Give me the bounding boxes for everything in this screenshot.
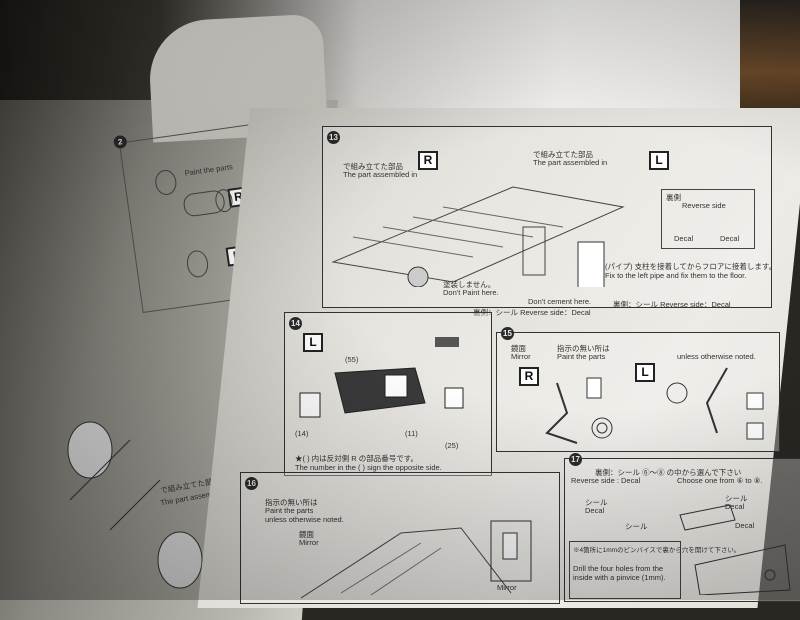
reverse-ja: 裏側 [666, 193, 681, 202]
tag-r: R [519, 367, 539, 386]
note-en: The number in the ( ) sign the opposite … [295, 463, 442, 472]
part-55: (55) [345, 355, 359, 364]
step-number: 15 [501, 327, 514, 340]
color-swatch [435, 337, 459, 347]
decal-ja-3: シール [625, 522, 648, 531]
wheel-sketch [67, 421, 203, 589]
decal-en-3: Decal [735, 521, 755, 530]
tag-l: L [649, 151, 669, 170]
decal-label-1: Decal [674, 234, 694, 243]
decal-ja-1: シール [585, 498, 608, 507]
reverse-side-inset: 裏側 Reverse side Decal Decal [661, 189, 755, 249]
reverse-en: Reverse side : Decal [571, 476, 641, 485]
assembled-en-1: The part assembled in [343, 170, 418, 179]
mirror-en: Mirror [511, 352, 531, 361]
unless-text: unless otherwise noted. [677, 352, 756, 361]
drill-note-box: ※4箇所に1mmのピンバイスで裏から穴を開けて下さい。 Drill the fo… [569, 541, 740, 599]
bus-interior-sketch [331, 186, 625, 287]
dont-paint-ja: 塗装しません。 [443, 280, 496, 289]
step-number: 17 [569, 453, 582, 466]
dont-paint-en: Don't Paint here. [443, 288, 499, 297]
decal-sketch [679, 504, 791, 595]
note-ja: ★( ) 内は反対側 R の部品番号です。 [295, 454, 418, 463]
assembled-ja-2: で組み立てた部品 [533, 150, 593, 159]
tag-l: L [635, 363, 655, 382]
pipe-note-ja: (パイプ) 支柱を接着してからフロアに接着します。 [605, 262, 777, 271]
paint-en: Paint the parts [265, 506, 314, 515]
decal-en-2: Decal [725, 502, 745, 511]
tag-r: R [418, 151, 438, 170]
paint-ja: 指示の無い所は [265, 498, 318, 507]
pipe-note-en: Fix to the left pipe and fix them to the… [605, 271, 747, 280]
drill-en-1: Drill the four holes from the [573, 564, 664, 573]
paint-en: Paint the parts [557, 352, 606, 361]
reverse-decal-1: 裏側：シール Reverse side：Decal [473, 308, 591, 317]
step-15-panel: 15 鏡面 Mirror 指示の無い所は Paint the parts unl… [496, 327, 780, 452]
choose-text: Choose one from ⑥ to ⑧. [677, 476, 763, 485]
step-16-panel: 16 指示の無い所は Paint the parts unless otherw… [240, 472, 560, 604]
mirror-part-sketch [299, 367, 464, 418]
mirror-en: Mirror [299, 538, 319, 547]
reverse-en: Reverse side [682, 201, 726, 210]
step-number: 16 [245, 477, 258, 490]
part-14: (14) [295, 429, 309, 438]
step-14-panel: 14 L (55) (14) (11) (25) ★( ) 内は反対側 R の部… [284, 312, 492, 476]
assembled-en-2: The part assembled in [533, 158, 608, 167]
decal-en-1: Decal [585, 506, 605, 515]
step-17-panel: 17 裏側：シール ⑥〜⑧ の中から選んで下さい Reverse side : … [564, 453, 800, 602]
step-number: 13 [327, 131, 340, 144]
paint-ja: 指示の無い所は [557, 344, 610, 353]
part-25: (25) [445, 441, 459, 450]
dont-cement-en: Don't cement here. [528, 297, 592, 306]
drill-en-2: inside with a pinvice (1mm). [573, 573, 666, 582]
reverse-line: 裏側：シール ⑥〜⑧ の中から選んで下さい [595, 468, 742, 477]
decal-label-2: Decal [720, 234, 740, 243]
reverse-decal-2: 裏側：シール Reverse side：Decal [613, 300, 731, 309]
decal-ja-2: シール [725, 494, 748, 503]
drill-ja: ※4箇所に1mmのピンバイスで裏から穴を開けて下さい。 [573, 547, 741, 554]
unless-text: unless otherwise noted. [265, 515, 344, 524]
mirror-ja: 鏡面 [511, 344, 526, 353]
step-13-panel: 13 R L で組み立てた部品 The part assembled in で組… [322, 126, 776, 317]
background-shelf [740, 0, 800, 120]
tag-l: L [303, 333, 323, 352]
mirror-ja: 鏡面 [299, 530, 314, 539]
step-number: 14 [289, 317, 302, 330]
bus-body-sketch [300, 520, 532, 599]
assembled-ja-1: で組み立てた部品 [343, 162, 403, 171]
mirror-arm-sketch [545, 367, 764, 444]
part-11: (11) [405, 429, 418, 438]
